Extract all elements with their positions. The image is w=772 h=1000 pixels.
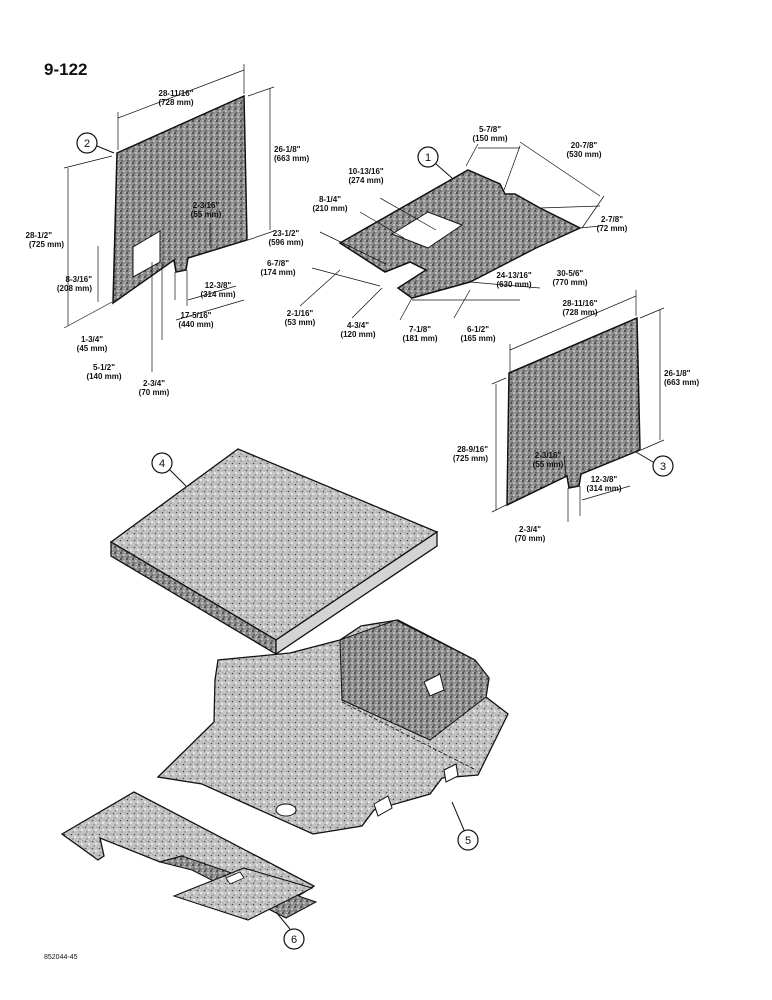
callout-2 <box>76 132 98 154</box>
part-3-notch-depth-mm: (55 mm) <box>533 460 564 469</box>
part-1-d3-mm: (274 mm) <box>348 176 383 185</box>
part-1-d7-mm: (174 mm) <box>260 268 295 277</box>
part-1-floor-pad: 5-7/8" (150 mm) 20-7/8" (530 mm) 10-13/1… <box>260 125 627 343</box>
part-2-notch-width-mm: (70 mm) <box>139 388 170 397</box>
part-2-notch-offset2-mm: (440 mm) <box>178 320 213 329</box>
part-1-d11-mm: (120 mm) <box>340 330 375 339</box>
part-2-hole-width-mm: (140 mm) <box>86 372 121 381</box>
part-2-width-mm: (728 mm) <box>158 98 193 107</box>
callout-1-label: 1 <box>425 152 431 164</box>
part-3-notch-depth-inch: 2-3/16" <box>535 451 562 460</box>
part-2-height-left-inch: 28-1/2" <box>26 231 53 240</box>
part-1-d2-inch: 20-7/8" <box>571 141 598 150</box>
part-1-d6-mm: (596 mm) <box>268 238 303 247</box>
part-1-d3-inch: 10-13/16" <box>348 167 384 176</box>
part-2-notch-offset-inch: 12-3/8" <box>205 281 232 290</box>
part-1-d11-inch: 4-3/4" <box>347 321 369 330</box>
part-1-d10-mm: (53 mm) <box>285 318 316 327</box>
part-3-notch-offset-mm: (314 mm) <box>586 484 621 493</box>
part-6-channel-mat: 6 <box>60 791 318 950</box>
part-1-d9-inch: 30-5/6" <box>557 269 584 278</box>
part-2-notch-depth-mm: (55 mm) <box>191 210 222 219</box>
part-1-d12-inch: 7-1/8" <box>409 325 431 334</box>
part-1-d9-mm: (770 mm) <box>552 278 587 287</box>
part-1-d8-mm: (630 mm) <box>496 280 531 289</box>
part-2-notch-offset-mm: (314 mm) <box>200 290 235 299</box>
callout-5 <box>457 829 479 851</box>
part-1-d4-inch: 8-1/4" <box>319 195 341 204</box>
part-1-d7-inch: 6-7/8" <box>267 259 289 268</box>
part-1-opening <box>390 211 464 249</box>
part-3-notch-width-inch: 2-3/4" <box>519 525 541 534</box>
part-2-hole-bottom-inch: 1-3/4" <box>81 335 103 344</box>
part-1-d10-inch: 2-1/16" <box>287 309 314 318</box>
part-3-panel: 28-11/16" (728 mm) 26-1/8" (663 mm) 28-9… <box>453 290 699 543</box>
callout-3-label: 3 <box>660 461 666 473</box>
part-2-height-left-mm: (725 mm) <box>29 240 64 249</box>
part-1-d8-inch: 24-13/16" <box>496 271 532 280</box>
callout-1 <box>417 146 439 168</box>
document-id: 852044-45 <box>44 954 78 961</box>
part-5-floor-mat: 5 <box>156 619 509 851</box>
part-1-d1-inch: 5-7/8" <box>479 125 501 134</box>
part-3-height-left-mm: (725 mm) <box>453 454 488 463</box>
part-2-height-right-inch: 26-1/8" <box>274 145 301 154</box>
part-1-d4-mm: (210 mm) <box>312 204 347 213</box>
page-number: 9-122 <box>44 60 88 79</box>
part-3-notch-width-mm: (70 mm) <box>515 534 546 543</box>
part-2-hole-bottom-mm: (45 mm) <box>77 344 108 353</box>
part-1-d12-mm: (181 mm) <box>402 334 437 343</box>
callout-4-label: 4 <box>159 458 165 470</box>
part-2-notch-width-inch: 2-3/4" <box>143 379 165 388</box>
part-2-panel: 28-11/16" (728 mm) 26-1/8" (663 mm) 28-1… <box>26 64 309 397</box>
part-3-height-right-mm: (663 mm) <box>664 378 699 387</box>
callout-6-label: 6 <box>291 934 297 946</box>
part-4-pad: 4 <box>109 448 439 656</box>
part-2-height-right-mm: (663 mm) <box>274 154 309 163</box>
part-2-notch-offset2-inch: 17-5/16" <box>181 311 212 320</box>
callout-5-label: 5 <box>465 835 471 847</box>
callout-4 <box>151 452 173 474</box>
part-3-height-right-inch: 26-1/8" <box>664 369 691 378</box>
part-2-hole-height-inch: 8-3/16" <box>66 275 93 284</box>
part-1-d5-inch: 2-7/8" <box>601 215 623 224</box>
part-1-d1-mm: (150 mm) <box>472 134 507 143</box>
callout-6 <box>283 928 305 950</box>
callout-3 <box>652 455 674 477</box>
part-3-notch-offset-inch: 12-3/8" <box>591 475 618 484</box>
part-1-d5-mm: (72 mm) <box>597 224 628 233</box>
part-1-d2-mm: (530 mm) <box>566 150 601 159</box>
part-2-window-cutout <box>132 230 161 278</box>
part-3-width-inch: 28-11/16" <box>563 299 598 308</box>
part-1-d13-inch: 6-1/2" <box>467 325 489 334</box>
part-2-width-inch: 28-11/16" <box>159 89 194 98</box>
part-2-hole-height-mm: (208 mm) <box>57 284 92 293</box>
part-3-height-left-inch: 28-9/16" <box>457 445 488 454</box>
part-2-hole-width-inch: 5-1/2" <box>93 363 115 372</box>
part-1-d6-inch: 23-1/2" <box>273 229 300 238</box>
callout-2-label: 2 <box>84 138 90 150</box>
part-2-notch-depth-inch: 2-3/16" <box>193 201 220 210</box>
part-3-width-mm: (728 mm) <box>562 308 597 317</box>
part-1-d13-mm: (165 mm) <box>460 334 495 343</box>
